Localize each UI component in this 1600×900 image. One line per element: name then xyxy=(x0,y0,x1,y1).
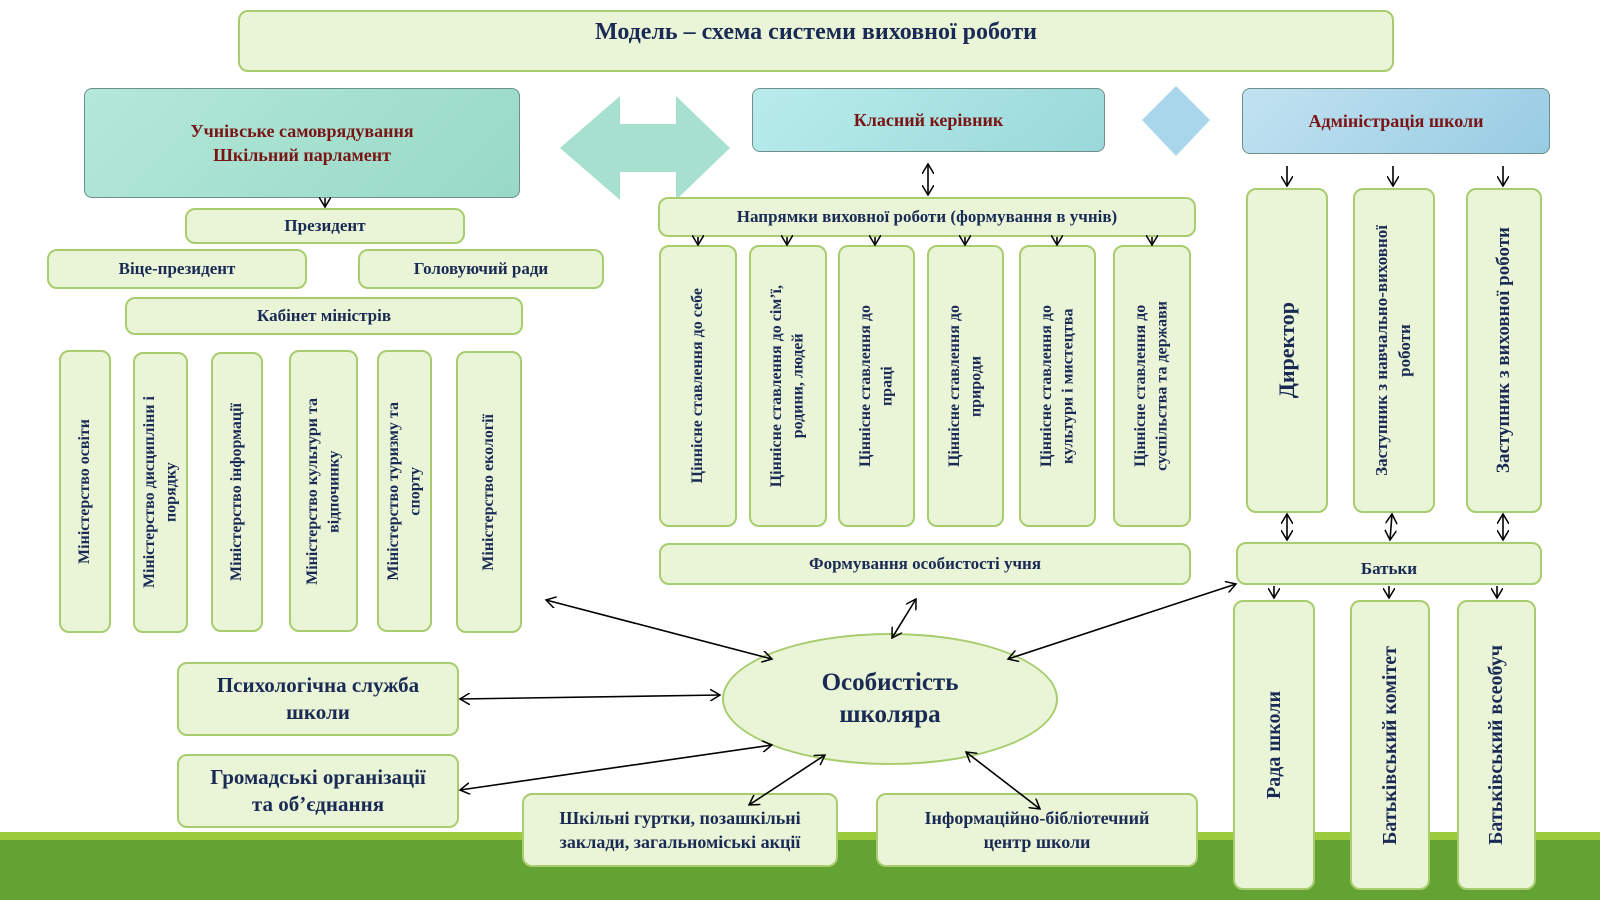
library-box: Інформаційно-бібліотечний центр школи xyxy=(876,793,1198,867)
cabinet-box: Кабінет міністрів xyxy=(125,297,523,335)
director-box: Директор xyxy=(1246,188,1328,513)
administration-label: Адміністрація школи xyxy=(1308,110,1484,131)
student-government-header: Учнівське самоврядування Шкільний парлам… xyxy=(84,88,520,198)
value-label: Ціннісне ставлення до культури і мистецт… xyxy=(1037,304,1077,468)
ministry-label: Міністерство освіти xyxy=(76,419,94,564)
cabinet-label: Кабінет міністрів xyxy=(256,305,392,325)
psych-line2: школи xyxy=(286,700,350,724)
arrow-deputy1-parents xyxy=(1390,514,1392,540)
administration-header: Адміністрація школи xyxy=(1242,88,1550,154)
deputy-academic-label: Заступник з навчально-виховної роботи xyxy=(1372,225,1414,476)
value-work: Ціннісне ставлення до праці xyxy=(838,245,915,527)
value-family: Ціннісне ставлення до сім’ї, родини, люд… xyxy=(749,245,827,527)
parent-education-box: Батьківський всеобуч xyxy=(1457,600,1536,890)
parent-education-label: Батьківський всеобуч xyxy=(1485,645,1507,845)
ministry-tourism: Міністерство туризму та спорту xyxy=(377,350,432,632)
public-line2: та об’єднання xyxy=(251,792,385,816)
council-chair-box: Головуючий ради xyxy=(358,249,604,289)
personality-line2: школяра xyxy=(839,701,941,728)
director-label: Директор xyxy=(1274,302,1300,399)
council-chair-label: Головуючий ради xyxy=(413,258,549,278)
value-label: Ціннісне ставлення до суспільства та дер… xyxy=(1132,301,1171,471)
ministry-label: Міністерство дисципліни і порядку xyxy=(140,396,180,589)
ministry-discipline: Міністерство дисципліни і порядку xyxy=(133,352,188,633)
value-self: Ціннісне ставлення до себе xyxy=(659,245,737,527)
double-arrow-shape xyxy=(560,96,730,200)
diagram-title-box: Модель – схема системи виховної роботи xyxy=(238,10,1394,72)
president-box: Президент xyxy=(185,208,465,244)
directions-label: Напрямки виховної роботи (формування в у… xyxy=(736,206,1118,226)
formation-box: Формування особистості учня xyxy=(659,543,1191,585)
formation-label: Формування особистості учня xyxy=(808,553,1042,573)
diamond-shape xyxy=(1142,86,1210,156)
ministry-information: Міністерство інформації xyxy=(211,352,263,632)
psych-service-box: Психологічна служба школи xyxy=(177,662,459,736)
library-line1: Інформаційно-бібліотечний xyxy=(924,807,1150,828)
ministry-label: Міністерство інформації xyxy=(228,403,246,581)
value-culture: Ціннісне ставлення до культури і мистецт… xyxy=(1019,245,1096,527)
parents-box: Батьки xyxy=(1236,542,1542,585)
student-personality-ellipse: Особистість школяра xyxy=(722,633,1058,765)
clubs-box: Шкільні гуртки, позашкільні заклади, заг… xyxy=(522,793,838,867)
psych-line1: Психологічна служба xyxy=(216,672,420,697)
student-government-label: Учнівське самоврядування xyxy=(190,120,414,141)
vice-president-label: Віце-президент xyxy=(118,258,236,278)
arrow-center-ministries xyxy=(546,600,772,659)
school-parliament-label: Шкільний парламент xyxy=(213,145,391,165)
library-line2: центр школи xyxy=(983,832,1091,852)
personality-line1: Особистість xyxy=(821,668,959,696)
arrow-center-parents xyxy=(1008,584,1236,659)
arrow-center-public xyxy=(460,745,772,790)
value-label: Ціннісне ставлення до праці xyxy=(856,304,896,468)
value-society: Ціннісне ставлення до суспільства та дер… xyxy=(1113,245,1191,527)
ministry-label: Міністерство туризму та спорту xyxy=(384,401,424,581)
ministry-label: Міністерство екології xyxy=(480,413,498,571)
parents-label: Батьки xyxy=(1360,559,1418,579)
parent-committee-box: Батьківський комітет xyxy=(1350,600,1430,890)
value-label: Ціннісне ставлення до сім’ї, родини, люд… xyxy=(768,284,807,488)
vice-president-box: Віце-президент xyxy=(47,249,307,289)
ministry-ecology: Міністерство екології xyxy=(456,351,522,633)
school-council-box: Рада школи xyxy=(1233,600,1315,890)
ministry-education: Міністерство освіти xyxy=(59,350,111,633)
public-line1: Громадські організації xyxy=(210,764,426,789)
class-teacher-header: Класний керівник xyxy=(752,88,1105,152)
diagram-title: Модель – схема системи виховної роботи xyxy=(595,19,1037,45)
school-council-label: Рада школи xyxy=(1262,691,1285,799)
parent-committee-label: Батьківський комітет xyxy=(1378,645,1401,845)
value-label: Ціннісне ставлення до себе xyxy=(689,288,707,484)
value-label: Ціннісне ставлення до природи xyxy=(945,304,985,468)
ministry-label: Міністерство культури та відпочинку xyxy=(303,397,343,585)
arrow-center-psych xyxy=(460,695,720,699)
president-label: Президент xyxy=(284,215,366,235)
deputy-upbringing-box: Заступник з виховної роботи xyxy=(1466,188,1542,513)
deputy-academic-box: Заступник з навчально-виховної роботи xyxy=(1353,188,1435,513)
clubs-line2: заклади, загальноміські акції xyxy=(559,832,801,852)
deputy-upbringing-label: Заступник з виховної роботи xyxy=(1493,227,1515,474)
directions-box: Напрямки виховної роботи (формування в у… xyxy=(658,197,1196,237)
class-teacher-label: Класний керівник xyxy=(853,109,1004,130)
value-nature: Ціннісне ставлення до природи xyxy=(927,245,1004,527)
public-orgs-box: Громадські організації та об’єднання xyxy=(177,754,459,828)
ministry-culture: Міністерство культури та відпочинку xyxy=(289,350,358,632)
clubs-line1: Шкільні гуртки, позашкільні xyxy=(559,807,801,828)
